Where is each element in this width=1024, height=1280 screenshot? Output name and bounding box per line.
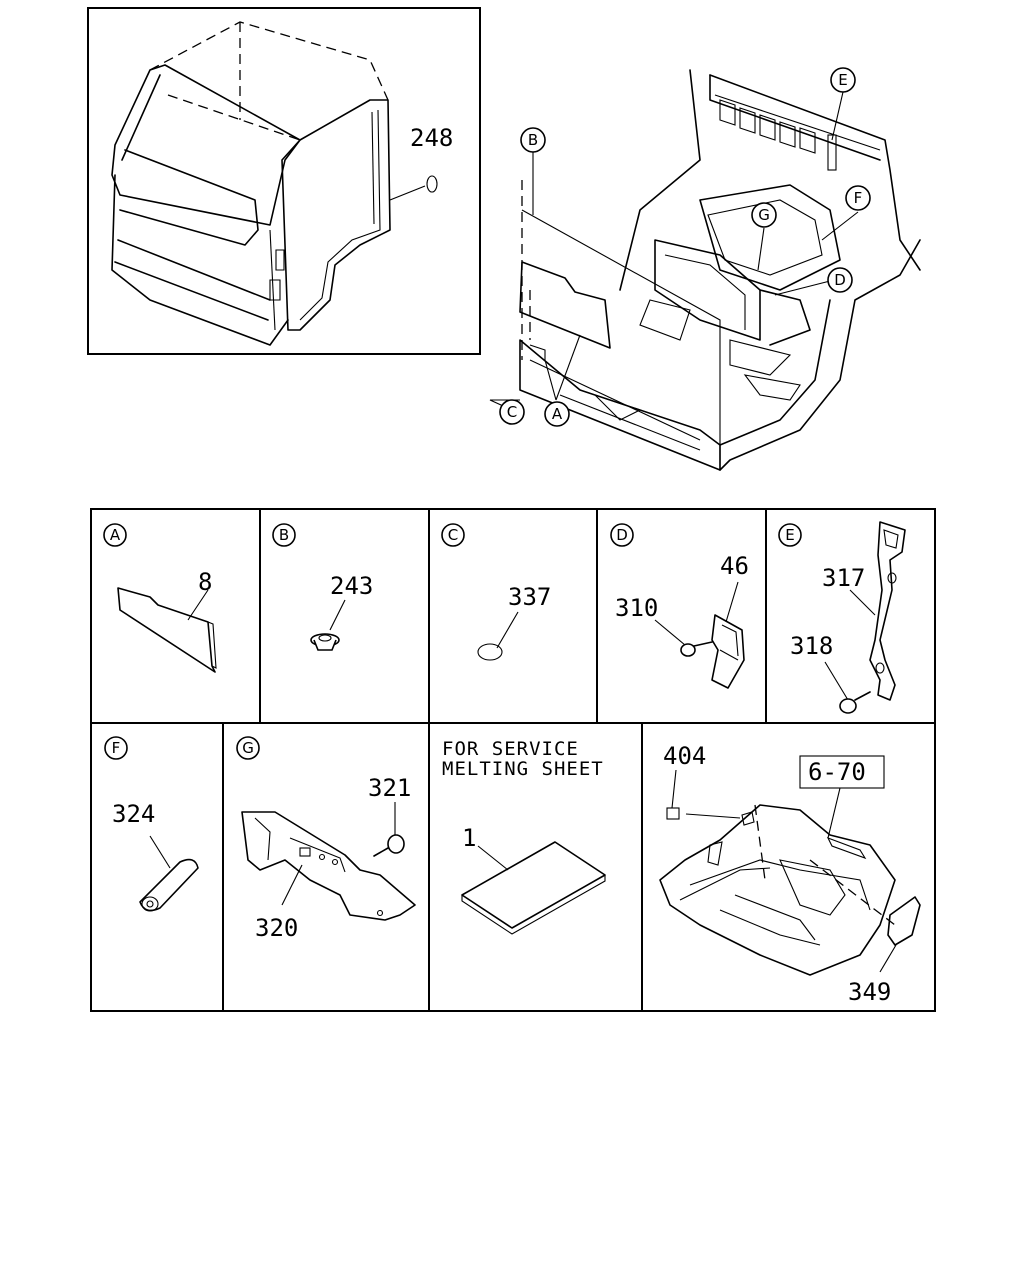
callout-e: E bbox=[785, 526, 794, 544]
note-line-1: FOR SERVICE bbox=[442, 738, 579, 760]
detail-cell-melting-sheet: FOR SERVICE MELTING SHEET 1 bbox=[442, 738, 606, 935]
part-number-318: 318 bbox=[790, 632, 833, 660]
part-number-46: 46 bbox=[720, 552, 749, 580]
part-number-324: 324 bbox=[112, 800, 155, 828]
bracket-plate-icon bbox=[241, 811, 416, 921]
detail-cell-b: B 243 bbox=[272, 523, 373, 651]
part-number-349: 349 bbox=[848, 978, 891, 1006]
reference-6-70: 6-70 bbox=[808, 758, 866, 786]
cover-piece-icon bbox=[887, 896, 921, 946]
callout-a: A bbox=[110, 526, 121, 544]
callout-g-top: G bbox=[758, 206, 770, 224]
strap-icon bbox=[869, 521, 906, 701]
pad-icon bbox=[666, 807, 680, 820]
note-line-2: MELTING SHEET bbox=[442, 758, 604, 780]
callout-f: F bbox=[112, 739, 121, 757]
part-number-8: 8 bbox=[198, 568, 212, 596]
bolt-icon bbox=[680, 641, 713, 657]
detail-cell-f: F 324 bbox=[104, 736, 199, 912]
part-number-404: 404 bbox=[663, 742, 706, 770]
callout-b: B bbox=[279, 526, 289, 544]
detail-cell-floor: 404 6-70 349 bbox=[659, 742, 921, 1006]
cab-exterior-view: 248 bbox=[87, 7, 481, 355]
detail-cell-g: G 321 320 bbox=[236, 736, 416, 942]
detail-cell-c: C 337 bbox=[441, 523, 551, 661]
plug-icon bbox=[477, 643, 503, 661]
ref-box bbox=[799, 755, 885, 789]
detail-cell-e: E 317 318 bbox=[778, 521, 906, 714]
callout-f-top: F bbox=[854, 189, 863, 207]
part-number-321: 321 bbox=[368, 774, 411, 802]
callout-d-top: D bbox=[834, 271, 846, 289]
detail-cell-a: A 8 bbox=[103, 523, 217, 673]
melting-sheet-icon bbox=[461, 841, 606, 935]
part-number-310: 310 bbox=[615, 594, 658, 622]
screw-icon bbox=[373, 834, 405, 857]
part-number-317: 317 bbox=[822, 564, 865, 592]
part-number-337: 337 bbox=[508, 583, 551, 611]
callout-g: G bbox=[242, 739, 254, 757]
grommet-icon bbox=[310, 633, 340, 651]
callout-d: D bbox=[616, 526, 628, 544]
detail-grid bbox=[90, 508, 936, 1012]
callout-c: C bbox=[448, 526, 458, 544]
clip-icon bbox=[139, 858, 199, 912]
callout-b-top: B bbox=[528, 131, 538, 149]
floor-panel-icon bbox=[659, 804, 896, 976]
insulator-sheet-icon bbox=[117, 587, 216, 673]
part-number-1: 1 bbox=[462, 824, 476, 852]
detail-cell-d: D 46 310 bbox=[610, 523, 749, 689]
part-number-320: 320 bbox=[255, 914, 298, 942]
callout-c-top: C bbox=[507, 403, 517, 421]
screw-icon bbox=[839, 691, 871, 714]
bracket-icon bbox=[711, 614, 745, 689]
part-number-248: 248 bbox=[410, 124, 453, 152]
cab-floor-view: B E F G D C A bbox=[489, 67, 921, 471]
part-number-243: 243 bbox=[330, 572, 373, 600]
callout-e-top: E bbox=[838, 71, 847, 89]
callout-a-top: A bbox=[552, 405, 563, 423]
